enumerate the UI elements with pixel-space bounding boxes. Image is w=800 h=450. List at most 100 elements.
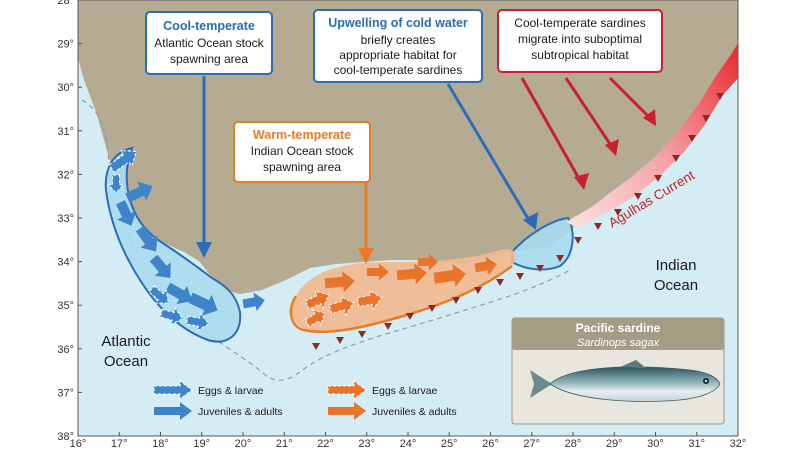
current-marker (574, 237, 582, 244)
cool-juvenile-arrow (135, 225, 158, 252)
x-tick-label: 23° (358, 438, 375, 450)
current-marker (716, 93, 724, 100)
y-tick-label: 38° (57, 431, 74, 443)
callout-upwelling-title: Upwelling of cold water (328, 16, 468, 30)
x-tick-label: 29° (606, 438, 623, 450)
callout-cool-line2: spawning area (170, 52, 248, 66)
current-marker (358, 331, 366, 338)
warm-eggs-arrow (328, 295, 355, 317)
y-tick-label: 34° (57, 257, 74, 269)
cool-juvenile-arrow (125, 181, 153, 203)
current-marker (634, 193, 642, 200)
cool-eggs-arrow (107, 174, 125, 194)
atlantic-ocean-label-line1: Atlantic (101, 333, 151, 350)
y-tick-label: 28° (57, 0, 74, 7)
current-marker (688, 135, 696, 142)
y-tick-label: 32° (57, 169, 74, 181)
warm-juvenile-arrow (474, 256, 497, 276)
callout-cool-line1: Atlantic Ocean stock (154, 36, 264, 50)
current-marker (702, 115, 710, 122)
legend-warm-eggs-label: Eggs & larvae (372, 385, 438, 397)
cool-juvenile-arrow (115, 200, 137, 226)
indian-ocean-label-line1: Indian (656, 257, 697, 274)
callout-migration-line3: subtropical habitat (531, 48, 629, 62)
y-tick-label: 36° (57, 344, 74, 356)
x-tick-label: 30° (647, 438, 664, 450)
warm-juvenile-arrow (324, 271, 355, 293)
sardine-fish-icon (530, 360, 721, 402)
x-tick-label: 18° (152, 438, 169, 450)
legend: Eggs & larvae Juveniles & adults Eggs & … (153, 380, 457, 420)
cool-callout-pointer-head (196, 242, 212, 258)
current-marker (594, 223, 602, 230)
current-marker (496, 279, 504, 286)
current-marker (672, 155, 680, 162)
current-marker (336, 337, 344, 344)
callout-cool-title: Cool-temperate (163, 19, 255, 33)
current-marker (428, 305, 436, 312)
sardine-inset: Pacific sardine Sardinops sagax (511, 317, 725, 425)
callout-migration-line2: migrate into suboptimal (518, 32, 642, 46)
callout-upwelling-line3: cool-temperate sardines (334, 63, 463, 77)
inset-title: Pacific sardine (576, 321, 661, 335)
warm-juvenile-arrow (367, 263, 389, 281)
cool-juvenile-arrow (242, 292, 265, 312)
migration-arrows (520, 76, 656, 190)
warm-eggs-arrow (304, 309, 326, 328)
current-marker (654, 175, 662, 182)
legend-cool-juveniles-arrow (154, 402, 192, 420)
x-tick-label: 25° (441, 438, 458, 450)
y-axis-ticks: 28°29°30°31°32°33°34°35°36°37°38° (57, 0, 82, 443)
current-marker (614, 209, 622, 216)
cool-eggs-arrow (108, 149, 137, 173)
x-tick-label: 16° (70, 438, 87, 450)
legend-cool-eggs-label: Eggs & larvae (198, 385, 264, 397)
y-tick-label: 33° (57, 213, 74, 225)
indian-ocean-label-line2: Ocean (654, 277, 698, 294)
callout-upwelling: Upwelling of cold water briefly creates … (313, 9, 483, 83)
legend-cool-juveniles-label: Juveniles & adults (198, 406, 283, 418)
warm-eggs-arrow (356, 289, 383, 311)
warm-juvenile-arrow (418, 253, 438, 271)
x-tick-label: 17° (111, 438, 128, 450)
current-marker (516, 273, 524, 280)
warm-temperate-movement-arrows (304, 253, 497, 328)
cool-juvenile-arrow (149, 254, 171, 278)
callout-warm-title: Warm-temperate (253, 128, 351, 142)
y-tick-label: 30° (57, 82, 74, 94)
cool-eggs-arrow (159, 306, 184, 326)
callout-migration-line1: Cool-temperate sardines (514, 16, 645, 30)
current-marker (452, 297, 460, 304)
warm-callout-pointer-head (358, 248, 374, 264)
cool-temperate-spawning-area (104, 146, 242, 343)
legend-warm-juveniles-label: Juveniles & adults (372, 406, 457, 418)
warm-juvenile-arrow (433, 264, 466, 287)
callout-cool-temperate: Cool-temperate Atlantic Ocean stock spaw… (145, 11, 273, 75)
callout-warm-line2: spawning area (263, 160, 341, 174)
current-marker (312, 343, 320, 350)
current-marker (474, 287, 482, 294)
y-tick-label: 29° (57, 39, 74, 51)
y-tick-label: 37° (57, 387, 74, 399)
upwelling-callout-pointer-head (523, 212, 538, 230)
current-marker (384, 323, 392, 330)
cool-eggs-arrow (185, 312, 210, 332)
x-tick-label: 20° (235, 438, 252, 450)
callout-warm-line1: Indian Ocean stock (251, 144, 355, 158)
current-boundary-markers (312, 93, 724, 350)
x-axis-ticks: 16°17°18°19°20°21°22°23°24°25°26°27°28°2… (70, 432, 747, 450)
warm-juvenile-arrow (396, 263, 427, 285)
callout-warm-temperate: Warm-temperate Indian Ocean stock spawni… (233, 121, 371, 183)
x-tick-label: 22° (317, 438, 334, 450)
callout-migration: Cool-temperate sardines migrate into sub… (497, 9, 663, 73)
cool-juvenile-arrow (165, 282, 193, 305)
legend-warm-juveniles-arrow (328, 402, 366, 420)
y-tick-label: 35° (57, 300, 74, 312)
x-tick-label: 24° (400, 438, 417, 450)
cool-juvenile-arrow (188, 292, 218, 316)
cool-temperate-movement-arrows (107, 149, 265, 332)
x-tick-label: 26° (482, 438, 499, 450)
warm-temperate-outline (289, 265, 513, 334)
x-tick-label: 31° (688, 438, 705, 450)
x-tick-label: 32° (730, 438, 747, 450)
